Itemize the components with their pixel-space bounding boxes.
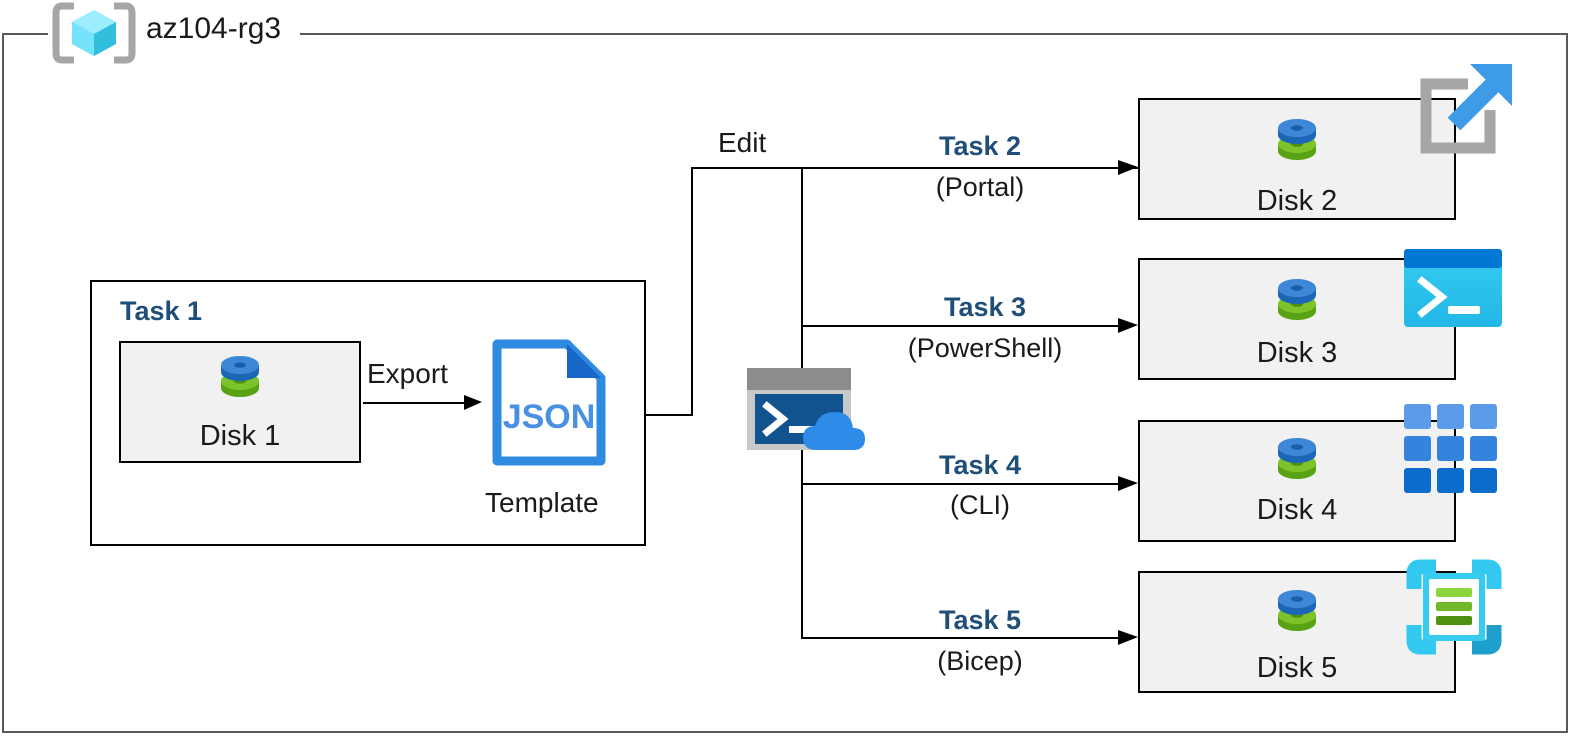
resource-group-frame-top-left bbox=[2, 33, 48, 35]
edit-label: Edit bbox=[718, 127, 767, 158]
export-arrowhead bbox=[464, 395, 482, 410]
json-file-icon: JSON bbox=[489, 336, 609, 469]
task2-tool-label: (Portal) bbox=[935, 172, 1025, 202]
disk-icon bbox=[1269, 118, 1325, 174]
task2-label: Task 2 bbox=[938, 131, 1022, 161]
task5-tool-label: (Bicep) bbox=[937, 646, 1023, 676]
json-icon-text: JSON bbox=[503, 398, 596, 436]
task3-arrowhead bbox=[1118, 318, 1138, 333]
task3-tool-label: (PowerShell) bbox=[907, 333, 1063, 363]
disk3-label: Disk 3 bbox=[1256, 337, 1338, 369]
task4-label: Task 4 bbox=[938, 450, 1022, 480]
task4-arrowhead bbox=[1118, 476, 1138, 491]
task1-title: Task 1 bbox=[120, 296, 203, 326]
disk2-label: Disk 2 bbox=[1256, 185, 1338, 217]
resource-group-frame-top-right bbox=[300, 33, 1568, 35]
resource-group-icon bbox=[50, 2, 138, 64]
disk1-label: Disk 1 bbox=[199, 420, 281, 452]
template-out-segment-2 bbox=[691, 167, 693, 416]
template-out-segment-1 bbox=[645, 414, 693, 416]
task5-arrowhead bbox=[1118, 630, 1138, 645]
bicep-icon bbox=[1406, 559, 1502, 655]
task4-connector bbox=[801, 483, 1121, 485]
task5-label: Task 5 bbox=[938, 605, 1022, 635]
disk4-label: Disk 4 bbox=[1256, 494, 1338, 526]
template-out-segment-3 bbox=[691, 167, 1141, 169]
task3-connector bbox=[801, 325, 1121, 327]
cloud-shell-icon bbox=[745, 366, 867, 452]
disk5-label: Disk 5 bbox=[1256, 652, 1338, 684]
disk5-box bbox=[1138, 571, 1456, 693]
resource-group-name: az104-rg3 bbox=[146, 12, 282, 45]
template-label: Template bbox=[485, 487, 599, 518]
task3-label: Task 3 bbox=[943, 292, 1027, 322]
powershell-icon bbox=[1404, 249, 1502, 327]
export-label: Export bbox=[367, 358, 448, 389]
resource-group-frame bbox=[2, 33, 1568, 733]
task4-tool-label: (CLI) bbox=[950, 490, 1010, 520]
task5-connector bbox=[801, 637, 1121, 639]
disk-icon bbox=[1269, 278, 1325, 334]
disk-icon bbox=[1269, 589, 1325, 645]
export-connector bbox=[363, 402, 471, 404]
disk-icon bbox=[212, 355, 268, 411]
azure-cli-icon bbox=[1404, 404, 1498, 494]
task2-arrowhead bbox=[1118, 160, 1138, 175]
disk-icon bbox=[1269, 437, 1325, 493]
azure-portal-icon bbox=[1410, 62, 1516, 167]
